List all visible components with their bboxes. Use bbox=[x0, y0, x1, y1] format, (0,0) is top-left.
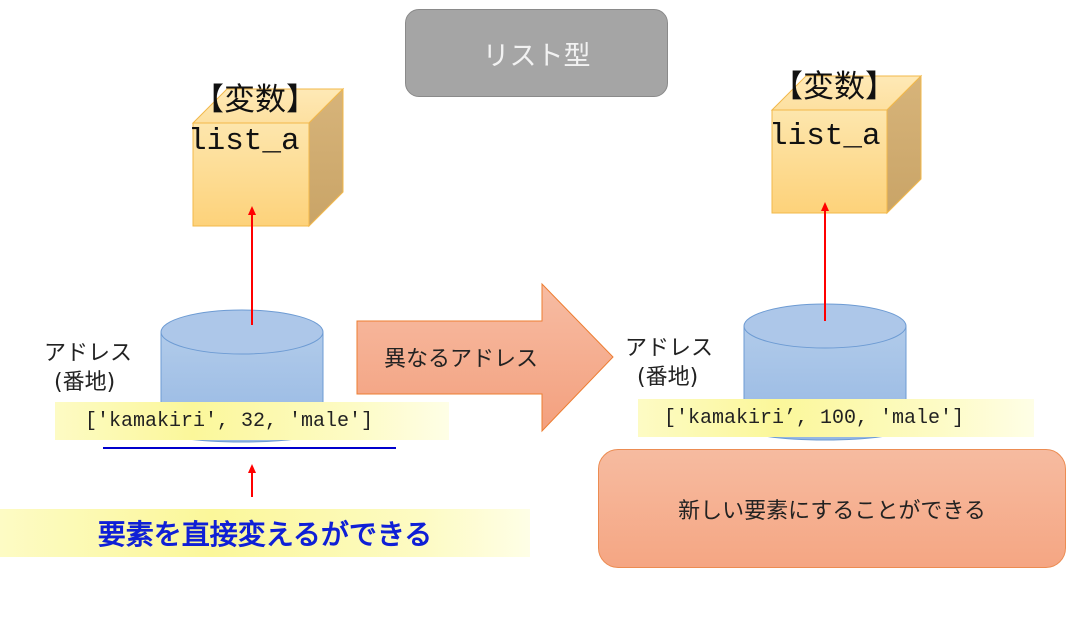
left-variable-cube bbox=[191, 87, 345, 228]
right-address-label-line1: アドレス bbox=[625, 336, 714, 361]
left-note-box: 要素を直接変えるができる bbox=[0, 509, 530, 557]
left-variable-name: list_a bbox=[188, 124, 300, 159]
right-variable-cube bbox=[770, 74, 923, 215]
left-list-value: ['kamakiri', 32, 'male'] bbox=[85, 409, 374, 433]
transition-arrow bbox=[356, 282, 614, 433]
right-reference-arrow bbox=[821, 202, 829, 321]
right-cube-front bbox=[771, 109, 888, 214]
right-variable-label: 【変数】 bbox=[772, 69, 896, 105]
title-box: リスト型 bbox=[405, 9, 668, 97]
left-address-label-line1: アドレス bbox=[44, 341, 133, 366]
right-list-value-box: ['kamakiri’, 100, 'male'] bbox=[638, 399, 1034, 437]
note-pointer-arrow bbox=[248, 464, 256, 497]
right-list-value: ['kamakiri’, 100, 'male'] bbox=[664, 406, 965, 430]
right-address-label-line2: (番地) bbox=[637, 365, 699, 390]
right-note-text: 新しい要素にすることができる bbox=[678, 498, 986, 524]
left-variable-label: 【変数】 bbox=[193, 82, 317, 118]
left-list-value-box: ['kamakiri', 32, 'male'] bbox=[55, 402, 449, 440]
transition-label: 異なるアドレス bbox=[384, 347, 539, 372]
left-address-label: アドレス (番地) bbox=[44, 339, 132, 397]
right-variable-name: list_a bbox=[769, 119, 881, 154]
left-cylinder-top bbox=[160, 309, 324, 355]
left-reference-arrow bbox=[248, 206, 256, 325]
right-note-box: 新しい要素にすることができる bbox=[598, 449, 1066, 568]
title-text: リスト型 bbox=[482, 40, 591, 72]
left-note-text: 要素を直接変えるができる bbox=[97, 518, 433, 551]
left-address-label-line2: (番地) bbox=[54, 370, 116, 395]
right-address-label: アドレス (番地) bbox=[625, 334, 713, 392]
